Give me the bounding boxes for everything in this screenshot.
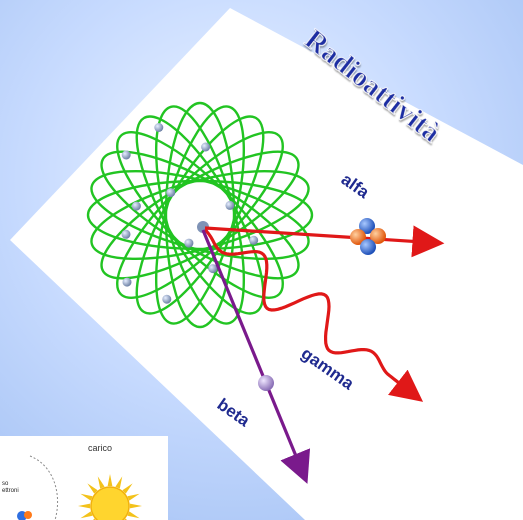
electron xyxy=(122,277,132,287)
alpha-arrow xyxy=(204,225,445,258)
sun-ray xyxy=(87,483,98,494)
dashed-orbit xyxy=(29,455,58,520)
beta-arrow xyxy=(201,229,311,484)
alpha-proton xyxy=(370,228,386,244)
electron xyxy=(208,264,218,274)
alpha-particle xyxy=(350,218,386,255)
electron xyxy=(225,200,235,210)
sun-ray xyxy=(127,493,140,501)
inset-carico-label: carico xyxy=(88,443,113,453)
electron xyxy=(131,201,141,211)
gamma-ray-wave xyxy=(203,228,424,402)
sun-ray xyxy=(97,476,105,489)
electron xyxy=(249,235,259,245)
sun-ray xyxy=(122,483,133,494)
inset-small-label: so ettroni xyxy=(2,481,19,495)
inset-canvas xyxy=(17,455,142,520)
electron xyxy=(201,142,211,152)
electron-group xyxy=(121,123,259,304)
electron xyxy=(162,294,172,304)
alpha-neutron xyxy=(360,239,376,255)
sun-ray xyxy=(127,511,140,519)
sun-ray xyxy=(129,503,142,509)
sun-ray xyxy=(115,476,123,489)
electron xyxy=(166,188,176,198)
electron xyxy=(154,123,164,132)
sun-icon xyxy=(78,474,142,520)
electron xyxy=(184,238,194,248)
sun-ray xyxy=(80,511,93,519)
atom-icon xyxy=(86,101,314,329)
alpha-neutron xyxy=(359,218,375,234)
inset-diagram: carico so ettroni xyxy=(0,436,168,520)
alpha-proton xyxy=(350,229,366,245)
sun-ray xyxy=(78,503,91,509)
electron xyxy=(121,229,131,239)
small-particle xyxy=(17,511,32,520)
inset-small-line1: so xyxy=(2,481,9,487)
sun-ray xyxy=(107,474,113,487)
beta-particle xyxy=(258,375,274,391)
electron xyxy=(121,150,131,160)
inset-small-line2: ettroni xyxy=(2,488,19,494)
sun-ray xyxy=(80,493,93,501)
